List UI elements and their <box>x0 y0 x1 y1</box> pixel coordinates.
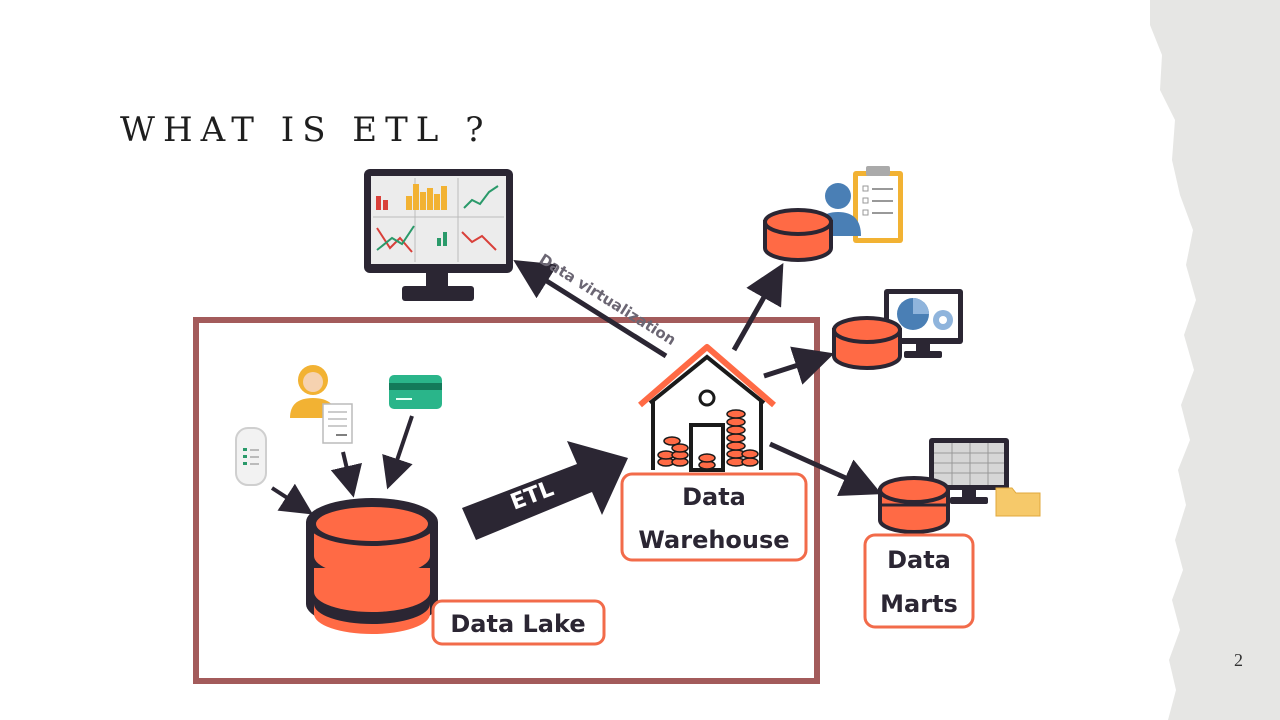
spreadsheet-monitor-icon <box>929 438 1009 504</box>
pie-chart-monitor-icon <box>884 289 963 358</box>
data-warehouse-label-box: Data Warehouse <box>620 472 808 562</box>
virtualization-arrow <box>513 260 668 359</box>
virtualization-label: Data virtualization <box>536 250 679 349</box>
data-lake-database-icon <box>306 498 438 634</box>
etl-arrow: ETL <box>462 441 628 540</box>
arrow-customer-to-lake <box>330 451 362 498</box>
analyst-database-icon <box>763 208 833 262</box>
dashboard-monitor-icon <box>364 169 513 301</box>
customer-document-icon <box>290 365 353 444</box>
arrow-card-to-lake <box>382 415 414 490</box>
folder-icon <box>995 487 1041 517</box>
arrow-phone-to-lake <box>270 483 314 515</box>
credit-card-icon <box>389 375 442 409</box>
highlight-box <box>193 317 820 684</box>
warehouse-label-line1: Data <box>682 483 746 511</box>
arrow-to-analyst <box>731 262 784 352</box>
arrow-to-spreadsheet <box>768 441 882 497</box>
data-marts-label-box: Data Marts <box>863 533 975 629</box>
data-lake-label: Data Lake <box>450 610 585 638</box>
page-number: 2 <box>1234 650 1243 670</box>
warehouse-house-icon <box>638 344 776 472</box>
arrow-to-pie <box>763 346 835 385</box>
marts-label-line1: Data <box>887 546 951 574</box>
pie-database-icon <box>832 316 902 370</box>
data-lake-label-box: Data Lake <box>431 599 606 646</box>
phone-icon <box>235 427 267 486</box>
warehouse-label-line2: Warehouse <box>638 526 789 554</box>
slide-title: WHAT IS ETL ? <box>120 110 492 150</box>
marts-label-line2: Marts <box>880 590 958 618</box>
marts-database-icon <box>878 476 950 534</box>
analyst-clipboard-icon <box>815 166 903 243</box>
